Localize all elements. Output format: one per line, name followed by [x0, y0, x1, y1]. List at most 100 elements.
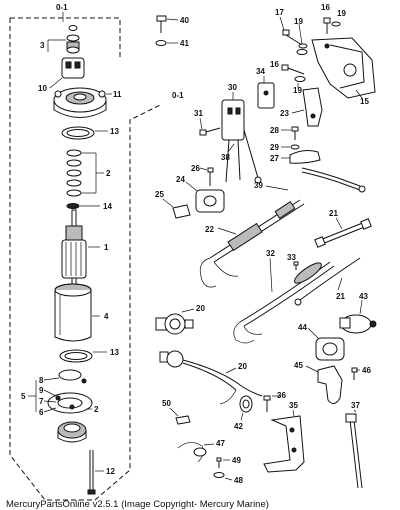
part-label-13-top: 13: [110, 127, 119, 136]
group-label-right: 0-1: [172, 91, 184, 100]
group-label-left: 0-1: [56, 3, 68, 12]
part-label-7: 7: [39, 397, 44, 406]
drive-end-hardware: [28, 369, 93, 414]
part-label-48: 48: [234, 476, 243, 485]
part-label-21-top: 21: [329, 209, 338, 218]
bracket-23: [291, 87, 323, 127]
relay-44: [307, 327, 345, 361]
part-label-19-c: 19: [293, 86, 302, 95]
part-label-25: 25: [155, 190, 164, 199]
part-label-19-a: 19: [294, 17, 303, 26]
clamp-hardware: [281, 126, 321, 164]
part-label-47: 47: [216, 439, 225, 448]
washer-stack: [66, 149, 104, 197]
starter-end-cap: [53, 87, 112, 118]
image-caption: MercuryPartsOnline v2.5.1 (Image Copyrig…: [6, 499, 269, 510]
part-label-42: 42: [234, 422, 243, 431]
part-label-19-b: 19: [337, 9, 346, 18]
thrust-washer-bottom: [59, 349, 107, 363]
part-label-31: 31: [194, 109, 203, 118]
part-label-30: 30: [228, 83, 237, 92]
part-label-20-upper: 20: [196, 304, 205, 313]
starter-group-outline: [9, 12, 161, 501]
starter-top-hardware: [47, 25, 80, 54]
part-label-12: 12: [106, 467, 115, 476]
part-label-41: 41: [180, 39, 189, 48]
part-label-29: 29: [270, 143, 279, 152]
bracket-35: [263, 409, 305, 473]
thrust-washer-14: [66, 203, 100, 209]
part-label-8: 8: [39, 376, 44, 385]
part-label-44: 44: [298, 323, 307, 332]
solenoid-mount: [257, 76, 275, 109]
switch-20-upper: [155, 308, 195, 335]
mount-screw-38: [227, 143, 235, 153]
part-label-26: 26: [191, 164, 200, 173]
part-label-3: 3: [40, 41, 45, 50]
part-label-16-b: 16: [270, 60, 279, 69]
part-label-21-lower: 21: [336, 292, 345, 301]
part-label-20-lower: 20: [238, 362, 247, 371]
part-label-49: 49: [232, 456, 241, 465]
wiring-harness-32: [233, 257, 335, 344]
part-label-45: 45: [294, 361, 303, 370]
armature: [61, 209, 100, 289]
grommet-42: [239, 395, 253, 421]
part-label-27: 27: [270, 154, 279, 163]
part-label-37: 37: [351, 401, 360, 410]
part-label-32: 32: [266, 249, 275, 258]
part-label-46: 46: [362, 366, 371, 375]
part-label-2-top: 2: [106, 169, 111, 178]
sensor-47: [177, 442, 233, 481]
terminal-50: [169, 407, 191, 425]
part-label-39: 39: [254, 181, 263, 190]
bracket-45: [305, 365, 360, 404]
bracket-bolts: [279, 16, 341, 88]
cable-21-lower: [294, 257, 361, 306]
battery-cable-39: [265, 167, 366, 193]
part-label-43: 43: [359, 292, 368, 301]
part-label-11: 11: [113, 90, 122, 99]
part-label-16: 16: [321, 3, 330, 12]
part-label-9: 9: [39, 386, 44, 395]
part-label-36: 36: [277, 391, 286, 400]
through-bolt: [87, 450, 104, 495]
starter-solenoid: [221, 92, 262, 184]
clip-25: [162, 198, 191, 219]
part-label-2-bottom: 2: [94, 405, 99, 414]
part-label-4: 4: [104, 312, 109, 321]
relay-24: [185, 181, 225, 213]
part-label-5: 5: [21, 392, 26, 401]
part-label-14: 14: [103, 202, 112, 211]
drive-end-cap: [57, 421, 87, 443]
relay-43: [339, 299, 377, 334]
part-label-28: 28: [270, 126, 279, 135]
part-label-1: 1: [104, 243, 109, 252]
part-label-40: 40: [180, 16, 189, 25]
part-label-34: 34: [256, 67, 265, 76]
mounting-bracket: [311, 37, 376, 99]
thrust-washer-top: [61, 126, 108, 140]
cable-21-top: [314, 217, 372, 248]
part-label-38: 38: [221, 153, 230, 162]
part-label-13-bottom: 13: [110, 348, 119, 357]
part-label-10: 10: [38, 84, 47, 93]
bolt-31: [199, 117, 221, 136]
part-label-15: 15: [360, 97, 369, 106]
brush-holder: [49, 57, 85, 89]
part-label-17: 17: [275, 8, 284, 17]
switch-20-lower: [159, 350, 263, 405]
cable-tie-37: [345, 409, 363, 489]
part-label-6: 6: [39, 408, 44, 417]
part-label-35: 35: [289, 401, 298, 410]
part-label-24: 24: [176, 175, 185, 184]
part-label-22: 22: [205, 225, 214, 234]
part-label-50: 50: [162, 399, 171, 408]
screw-26: [199, 167, 214, 186]
bolt-and-washer: [155, 15, 179, 46]
starter-housing: [54, 283, 100, 342]
screw-36: [263, 395, 280, 412]
wiring-harness-22: [199, 199, 305, 288]
part-label-33: 33: [287, 253, 296, 262]
